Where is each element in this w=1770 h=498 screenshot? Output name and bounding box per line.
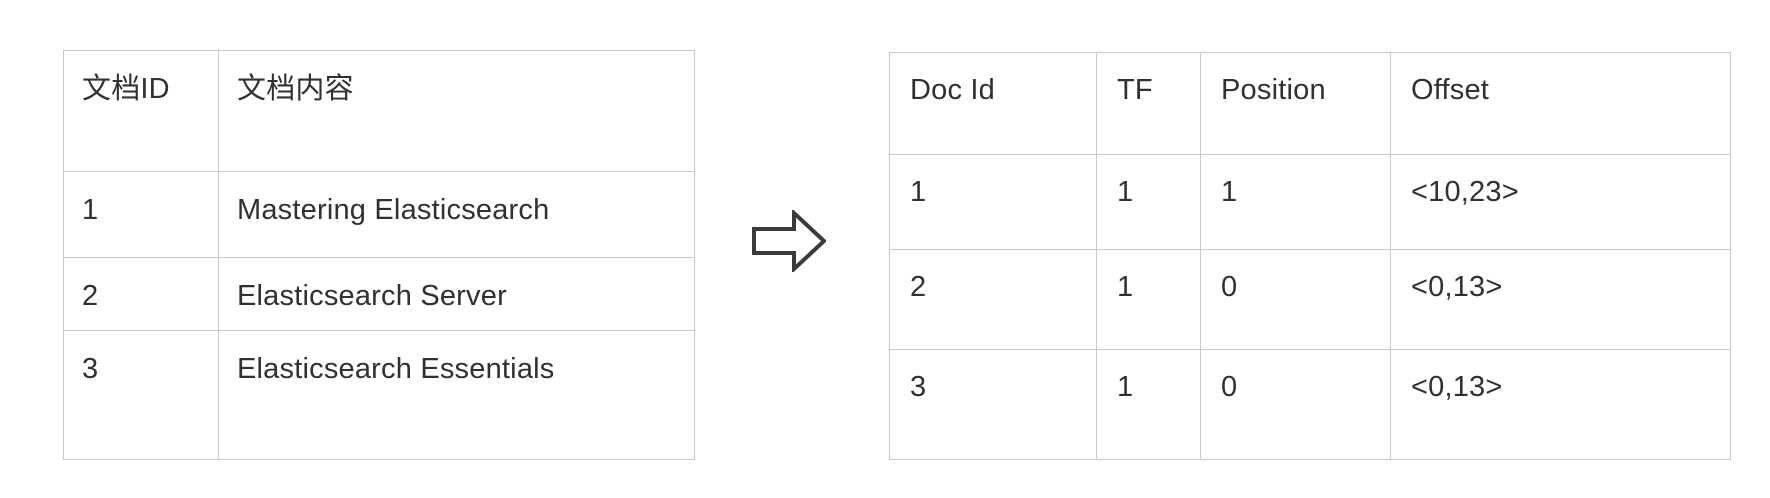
table-row: 2 1 0 <0,13> bbox=[889, 249, 1731, 350]
table-row: 2 Elasticsearch Server bbox=[63, 257, 695, 331]
table-row: 1 1 1 <10,23> bbox=[889, 154, 1731, 250]
column-header-doc-id: 文档ID bbox=[63, 50, 219, 172]
column-header-tf: TF bbox=[1096, 52, 1201, 155]
cell-position: 0 bbox=[1200, 349, 1391, 460]
table-row: 3 Elasticsearch Essentials bbox=[63, 330, 695, 460]
cell-offset: <0,13> bbox=[1390, 249, 1731, 350]
cell-doc-id: 2 bbox=[63, 257, 219, 331]
cell-doc-id: 1 bbox=[63, 171, 219, 258]
cell-offset: <0,13> bbox=[1390, 349, 1731, 460]
cell-doc-content: Elasticsearch Server bbox=[218, 257, 695, 331]
cell-doc-content: Elasticsearch Essentials bbox=[218, 330, 695, 460]
table-row: 3 1 0 <0,13> bbox=[889, 349, 1731, 460]
cell-tf: 1 bbox=[1096, 249, 1201, 350]
table-header-row: 文档ID 文档内容 bbox=[63, 50, 695, 172]
cell-position: 1 bbox=[1200, 154, 1391, 250]
cell-offset: <10,23> bbox=[1390, 154, 1731, 250]
cell-doc-id: 3 bbox=[889, 349, 1097, 460]
cell-doc-id: 2 bbox=[889, 249, 1097, 350]
right-arrow-icon bbox=[752, 210, 826, 272]
posting-list-table: Doc Id TF Position Offset 1 1 1 <10,23> … bbox=[889, 52, 1731, 460]
column-header-doc-content: 文档内容 bbox=[218, 50, 695, 172]
cell-tf: 1 bbox=[1096, 349, 1201, 460]
column-header-offset: Offset bbox=[1390, 52, 1731, 155]
column-header-doc-id: Doc Id bbox=[889, 52, 1097, 155]
table-header-row: Doc Id TF Position Offset bbox=[889, 52, 1731, 155]
cell-doc-content: Mastering Elasticsearch bbox=[218, 171, 695, 258]
table-row: 1 Mastering Elasticsearch bbox=[63, 171, 695, 258]
cell-position: 0 bbox=[1200, 249, 1391, 350]
cell-tf: 1 bbox=[1096, 154, 1201, 250]
documents-table: 文档ID 文档内容 1 Mastering Elasticsearch 2 El… bbox=[63, 50, 695, 460]
column-header-position: Position bbox=[1200, 52, 1391, 155]
cell-doc-id: 1 bbox=[889, 154, 1097, 250]
cell-doc-id: 3 bbox=[63, 330, 219, 460]
